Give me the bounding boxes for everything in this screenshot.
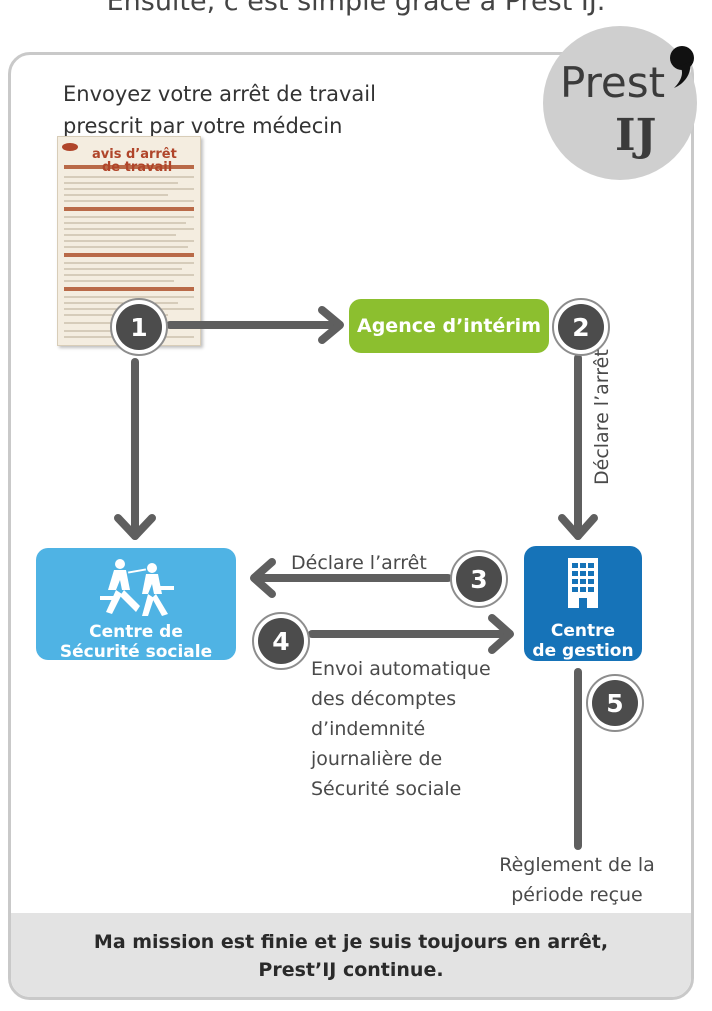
step-badge-3: 3: [450, 550, 508, 608]
page-caption: Ensuite, c’est simple grâce à Prest’IJ.: [106, 0, 606, 17]
node-securite-sociale-label: Centre de Sécurité sociale: [36, 622, 236, 662]
step-number-4: 4: [258, 618, 304, 664]
node-securite-sociale-line-2: Sécurité sociale: [59, 642, 213, 662]
label-declare-arret-vertical: Déclare l’arrêt: [591, 349, 613, 485]
step-badge-5: 5: [586, 674, 644, 732]
envoi-line-2: des décomptes: [311, 688, 457, 710]
node-agence-interim: Agence d’intérim: [349, 299, 549, 353]
form-title-line-2: de travail: [102, 160, 173, 175]
step-number-5: 5: [592, 680, 638, 726]
arrow-cpam-to-gestion-head: [488, 614, 514, 654]
footer-banner: Ma mission est finie et je suis toujours…: [11, 913, 691, 997]
envoi-line-3: d’indemnité: [311, 718, 426, 740]
reglement-line-2: période reçue: [511, 884, 643, 906]
form-lines-graphic: [62, 143, 194, 338]
step-number-3: 3: [456, 556, 502, 602]
intro-text: Envoyez votre arrêt de travail prescrit …: [63, 78, 376, 142]
arrow-gestion-to-cpam-head: [250, 558, 276, 598]
envoi-line-1: Envoi automatique: [311, 658, 491, 680]
node-gestion-line-1: Centre: [550, 621, 616, 641]
label-reglement: Règlement de la période reçue: [482, 850, 672, 910]
label-declare-arret: Déclare l’arrêt: [291, 552, 427, 574]
step-badge-1: 1: [110, 298, 168, 356]
footer-line-1: Ma mission est finie et je suis toujours…: [93, 931, 609, 953]
intro-line-1: Envoyez votre arrêt de travail: [63, 82, 376, 106]
fencers-icon: [100, 559, 174, 616]
label-envoi-automatique: Envoi automatique des décomptes d’indemn…: [311, 654, 491, 804]
building-icon: [568, 558, 598, 608]
node-agence-label: Agence d’intérim: [357, 315, 541, 337]
step-number-1: 1: [116, 304, 162, 350]
logo-prest-text: Prest: [560, 58, 666, 107]
arrow-form-to-cpam-head: [114, 514, 156, 540]
form-title: avis d’arrêt de travail: [92, 148, 177, 174]
intro-line-2: prescrit par votre médecin: [63, 114, 343, 138]
arrow-form-to-agence-head: [318, 306, 344, 344]
node-securite-sociale-line-1: Centre de: [89, 622, 183, 642]
envoi-line-5: Sécurité sociale: [311, 778, 462, 800]
arrow-agence-to-gestion-head: [558, 514, 598, 540]
logo-comma-icon: [670, 46, 694, 88]
footer-line-2: Prest’IJ continue.: [258, 959, 444, 981]
step-badge-2: 2: [552, 298, 610, 356]
step-number-2: 2: [558, 304, 604, 350]
prestij-logo: [543, 26, 697, 180]
step-badge-4: 4: [252, 612, 310, 670]
envoi-line-4: journalière de: [311, 748, 443, 770]
reglement-line-1: Règlement de la: [499, 854, 655, 876]
logo-ij-text: IJ: [615, 110, 657, 161]
form-title-line-1: avis d’arrêt: [92, 147, 177, 162]
node-centre-de-gestion-label: Centre de gestion: [524, 621, 642, 661]
node-gestion-line-2: de gestion: [532, 641, 634, 661]
